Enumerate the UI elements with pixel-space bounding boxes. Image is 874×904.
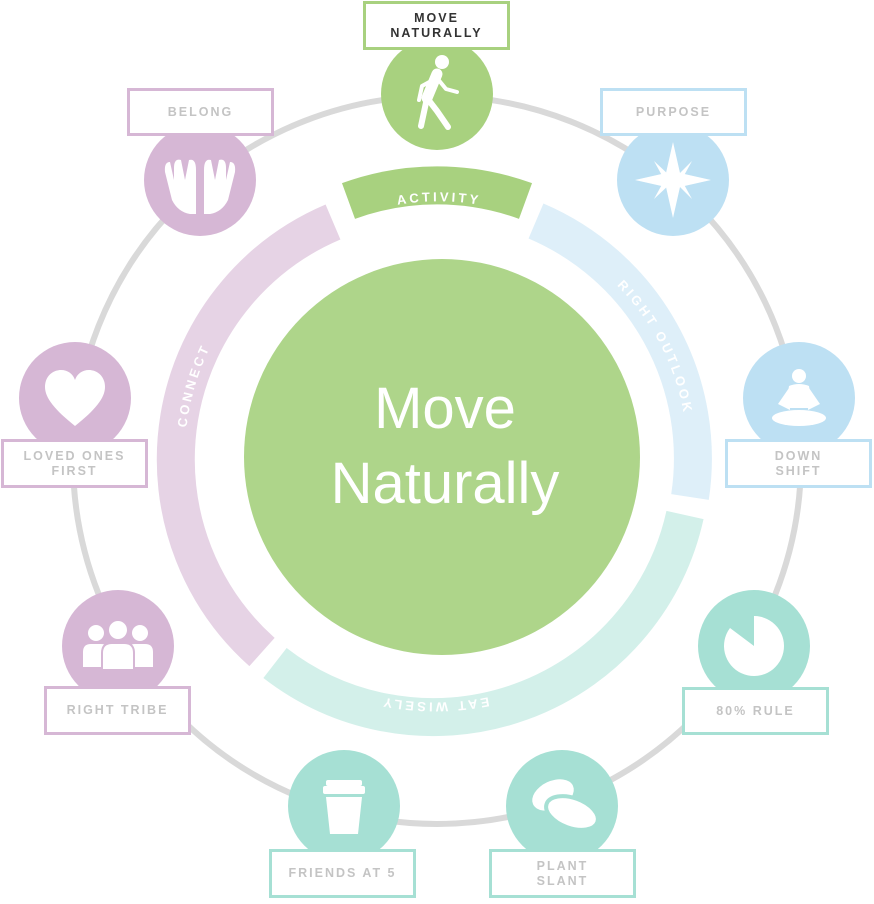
band-eat [263,510,704,737]
band-activity [341,166,533,219]
walking-person-icon [417,55,459,130]
move-naturally-node[interactable] [381,38,493,150]
heart-icon [45,370,105,426]
80-rule-node[interactable] [698,590,810,702]
belong-node[interactable] [144,124,256,236]
label-plant-slant[interactable]: PLANT SLANT [489,849,636,898]
purpose-node[interactable] [617,124,729,236]
label-purpose[interactable]: PURPOSE [600,88,747,136]
friends-at-5-node[interactable] [288,750,400,862]
band-connect [156,204,341,667]
pie-chart-icon [724,616,784,677]
loved-ones-first-node[interactable] [19,342,131,454]
center-circle [244,259,640,655]
center-title-line1: Move [374,376,516,441]
down-shift-node[interactable] [743,342,855,454]
meditation-icon [772,369,826,426]
category-label-eat: EAT WISELY [380,694,491,714]
label-move-naturally[interactable]: MOVE NATURALLY [363,1,510,50]
center-title-line2: Naturally [331,451,560,516]
band-outlook [528,203,712,500]
label-80-rule[interactable]: 80% RULE [682,687,829,735]
category-label-activity: ACTIVITY [396,189,482,208]
label-friends-at-5[interactable]: FRIENDS AT 5 [269,849,416,898]
cup-icon [323,780,365,834]
compass-star-icon [635,142,711,218]
plant-slant-node[interactable] [506,750,618,862]
label-down-shift[interactable]: DOWN SHIFT [725,439,872,488]
praying-hands-icon [164,159,236,214]
label-loved-ones-first[interactable]: LOVED ONES FIRST [1,439,148,488]
right-tribe-node[interactable] [62,590,174,702]
label-belong[interactable]: BELONG [127,88,274,136]
beans-icon [532,779,600,832]
group-icon [83,619,153,671]
label-right-tribe[interactable]: RIGHT TRIBE [44,686,191,735]
